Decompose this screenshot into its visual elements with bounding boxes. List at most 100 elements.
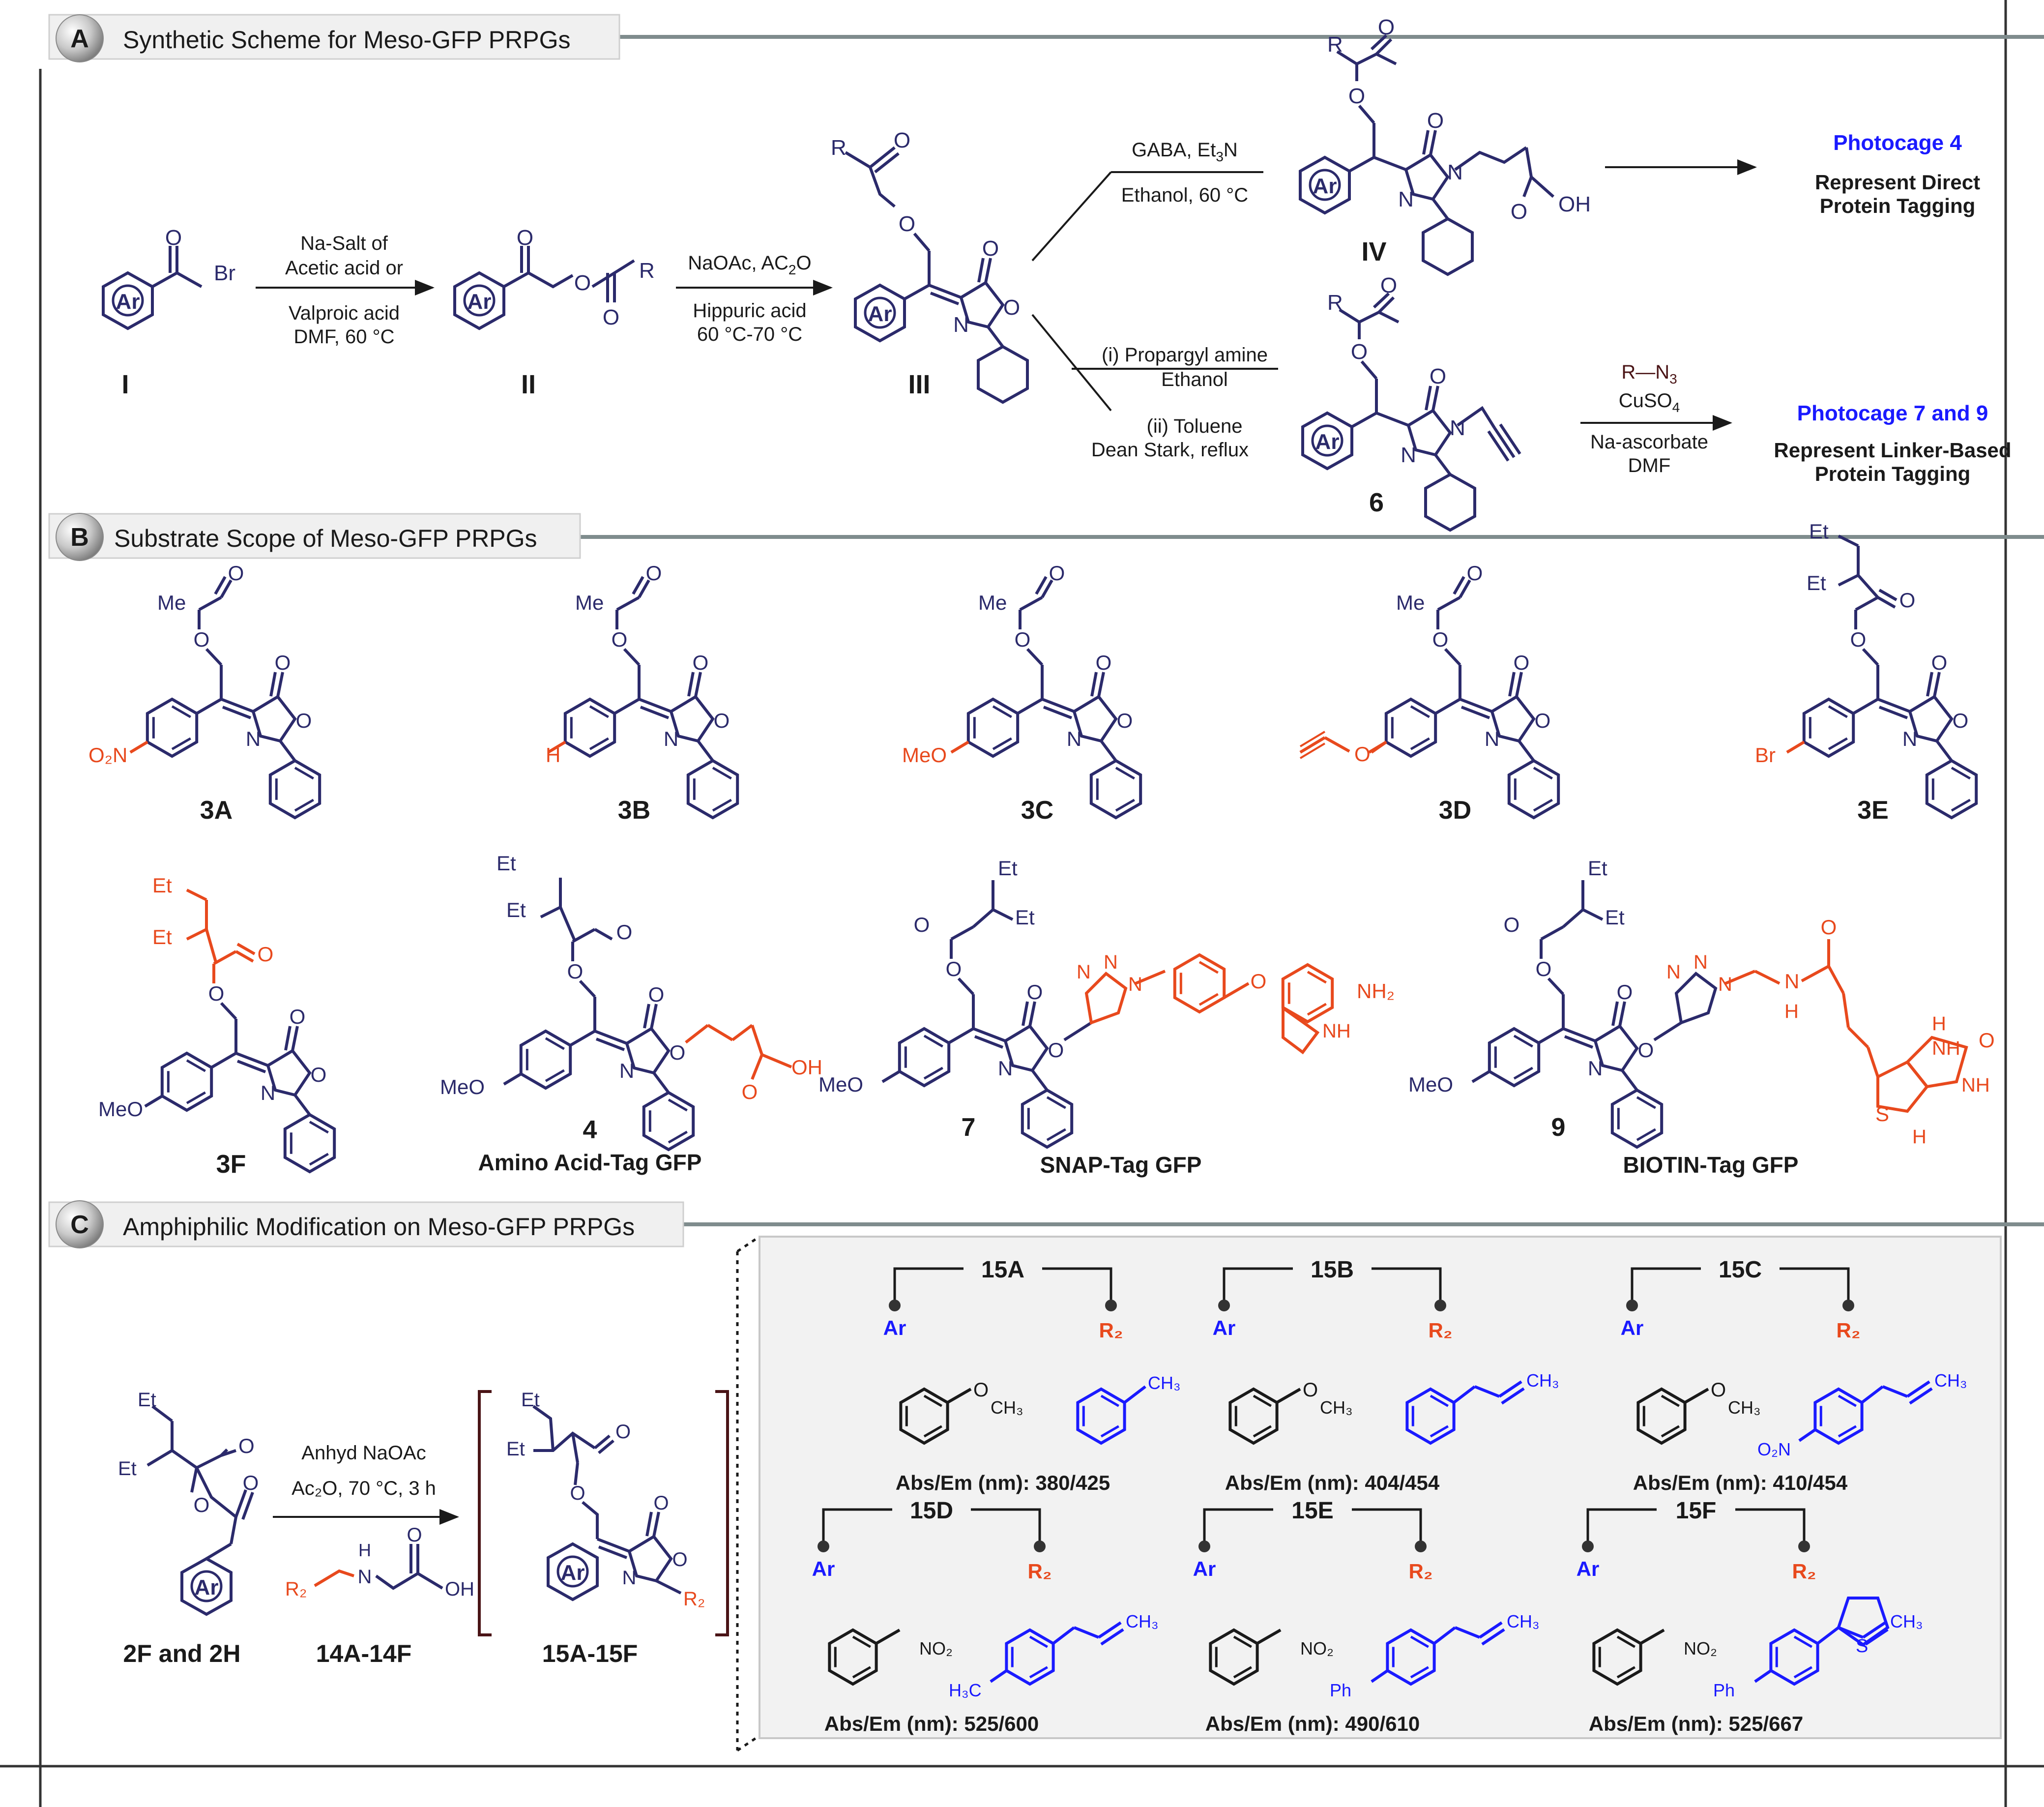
- atom-br: Br: [214, 261, 235, 285]
- bond: [1540, 925, 1564, 941]
- atom-s: S: [1875, 1102, 1889, 1126]
- aryl-ring: [519, 1029, 572, 1090]
- atom-h: H: [1932, 1013, 1946, 1035]
- atom-n: N: [358, 1566, 372, 1588]
- bond: [972, 1027, 1006, 1042]
- compound-2F-2H: [146, 1405, 254, 1616]
- bond: [1276, 1388, 1301, 1404]
- section-c-badge: C: [70, 1211, 89, 1239]
- bond: [1459, 579, 1471, 598]
- ar-label: Ar: [1315, 430, 1340, 454]
- bond: [236, 1060, 266, 1073]
- bond: [1433, 1626, 1456, 1645]
- bond: [236, 943, 256, 955]
- ar-label: Ar: [561, 1561, 585, 1585]
- phenyl-ring-bond: [1533, 767, 1553, 780]
- cell-id: 15B: [1311, 1257, 1354, 1283]
- atom-n: N: [246, 727, 261, 750]
- atom-o: O: [1096, 651, 1112, 674]
- upper-step-text: Ethanol, 60 °C: [1121, 184, 1248, 206]
- atom-n: N: [1067, 727, 1081, 750]
- phenyl-ring-bond: [668, 1098, 688, 1112]
- atom-o: O: [1617, 980, 1633, 1004]
- compound-6: [1301, 292, 1521, 532]
- bond: [881, 1070, 901, 1083]
- r2-ring-bond: [1838, 1394, 1857, 1407]
- step-c-text: Anhyd NaOAc: [301, 1442, 426, 1464]
- phenyl-ring: [1610, 1088, 1664, 1149]
- r2-sub-text: H₃C: [949, 1680, 982, 1700]
- section-c-header: C Amphiphilic Modification on Meso-GFP P…: [48, 1200, 684, 1248]
- compound-IV: [1299, 34, 1554, 276]
- bond: [1135, 970, 1166, 985]
- bond: [276, 672, 284, 697]
- bond: [579, 979, 596, 998]
- atom-o: O: [1535, 709, 1551, 732]
- compound-II: [453, 246, 635, 330]
- atom-nh: NH: [1322, 1020, 1351, 1042]
- bond: [1063, 1021, 1092, 1041]
- abs-em-value: Abs/Em (nm): 410/454: [1633, 1471, 1848, 1494]
- compound-label: 3E: [1857, 796, 1889, 825]
- lower-step-text: (i) Propargyl amine: [1102, 344, 1268, 366]
- bond: [186, 889, 207, 901]
- atom-o: O: [914, 913, 930, 936]
- cell-bracket: [1780, 1267, 1850, 1303]
- atom-me: Me: [575, 591, 604, 614]
- atom-o: O: [1514, 651, 1530, 674]
- bond: [1817, 1626, 1840, 1645]
- ar-label: Ar: [467, 290, 492, 314]
- bond: [284, 1026, 292, 1051]
- aryl-ring-bond: [992, 737, 1012, 750]
- r2-ring-bond: [1029, 1635, 1048, 1648]
- thiophene-ring: [1837, 1597, 1890, 1647]
- atom-o: O: [1432, 628, 1449, 651]
- phenyl-ring-bond: [309, 1121, 329, 1134]
- ar-group-text: CH₃: [1320, 1397, 1353, 1418]
- bond: [279, 740, 296, 762]
- cell-bracket: [1352, 1508, 1422, 1544]
- ar-group-text: NO₂: [1684, 1638, 1717, 1659]
- bond: [547, 741, 566, 754]
- ar-ring: [899, 1387, 949, 1445]
- bond: [1501, 1387, 1525, 1405]
- atom-o: O: [1850, 628, 1867, 651]
- cell-id: 15E: [1291, 1498, 1333, 1524]
- cell-ar: Ar: [1621, 1316, 1644, 1339]
- bond: [196, 698, 222, 715]
- atom-s: S: [1856, 1636, 1868, 1657]
- bond: [569, 1030, 596, 1047]
- r2-group-text: CH₃: [1934, 1370, 1967, 1391]
- atom-o: O: [1027, 980, 1043, 1004]
- bond: [205, 648, 223, 666]
- atom-n: N: [622, 1567, 637, 1589]
- atom-o: O: [194, 628, 210, 651]
- atom-o: O: [1979, 1029, 1995, 1052]
- attach-dot: [1218, 1300, 1230, 1311]
- atom-o: O: [567, 960, 584, 983]
- cell-id: 15D: [910, 1498, 953, 1524]
- bond: [1508, 672, 1516, 697]
- atom-n: N: [1450, 416, 1465, 440]
- bond: [1801, 965, 1830, 982]
- bond: [1097, 672, 1105, 697]
- bond: [1299, 731, 1326, 747]
- bond: [1479, 1621, 1503, 1639]
- bond: [594, 1030, 628, 1045]
- bond: [650, 1004, 658, 1029]
- bond: [1754, 1669, 1772, 1683]
- atom-n: N: [261, 1081, 275, 1104]
- atom-oh: OH: [791, 1056, 822, 1079]
- atom-n: N: [1077, 961, 1091, 983]
- bond: [1798, 1428, 1816, 1442]
- atom-o: O: [946, 957, 962, 980]
- ar-group-text: CH₃: [1728, 1397, 1761, 1418]
- bond: [1481, 1628, 1505, 1646]
- r2-ring: [1076, 1387, 1126, 1445]
- cell-r2: R₂: [1837, 1319, 1861, 1342]
- r2-ring: [1769, 1628, 1819, 1686]
- section-c-title: Amphiphilic Modification on Meso-GFP PRP…: [123, 1213, 635, 1241]
- lower-step-text: (ii) Toluene: [1147, 415, 1243, 437]
- atom-o: O: [648, 983, 665, 1006]
- bond: [1459, 698, 1493, 713]
